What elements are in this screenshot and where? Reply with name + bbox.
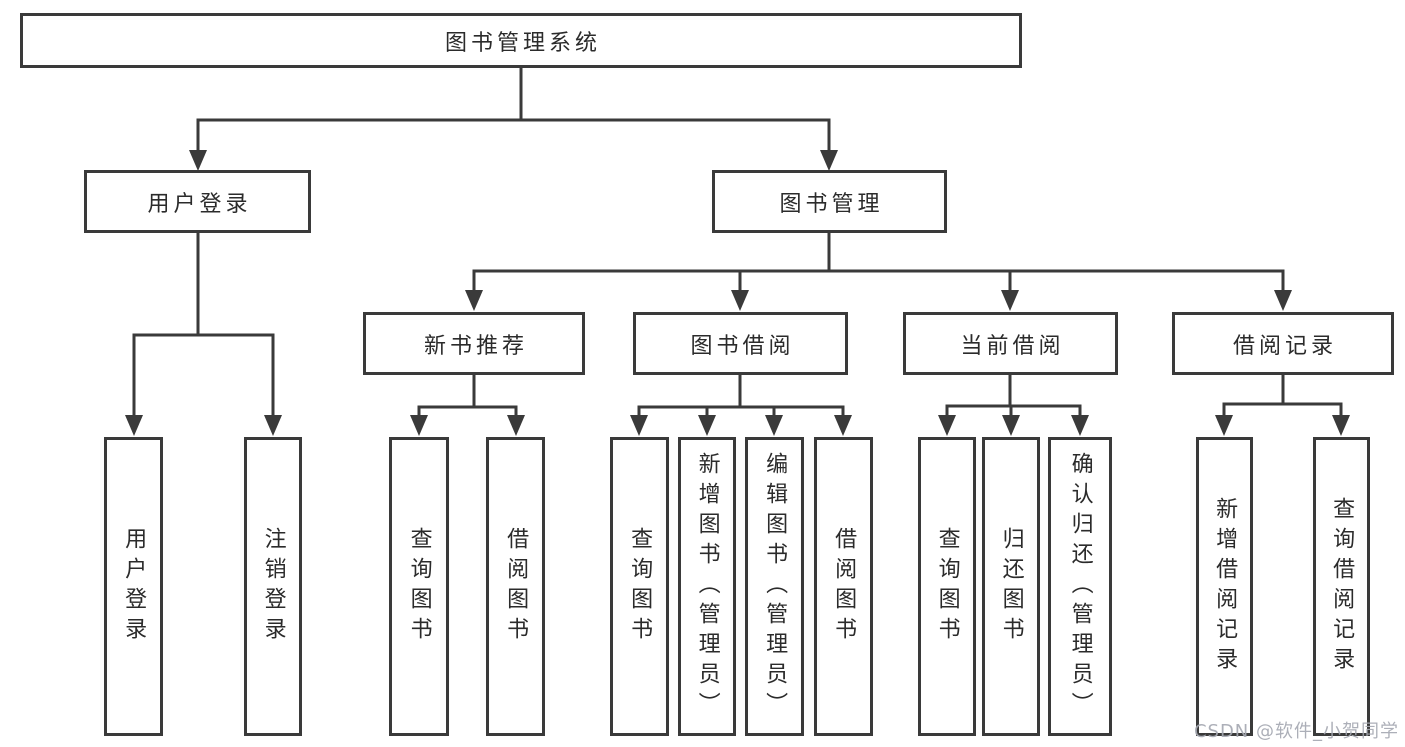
arrow-down-icon <box>1332 415 1350 436</box>
watermark: CSDN @软件_小贺同学 <box>1193 721 1399 742</box>
leaf-user-login: 用户登录 <box>104 437 163 736</box>
leaf-borrowing-query-books: 查询图书 <box>610 437 669 736</box>
node-new-book-recommend: 新书推荐 <box>363 312 585 375</box>
arrow-down-icon <box>630 415 648 436</box>
connector-current-borrowing-to-leaves <box>938 373 1089 436</box>
leaf-current-query-books: 查询图书 <box>918 437 976 736</box>
node-root: 图书管理系统 <box>20 13 1022 68</box>
leaf-logout: 注销登录 <box>244 437 302 736</box>
leaf-recommend-query-books: 查询图书 <box>389 437 449 736</box>
arrow-down-icon <box>698 415 716 436</box>
connector-borrowing-records-to-leaves <box>1215 373 1350 436</box>
arrow-down-icon <box>1001 290 1019 311</box>
node-book-borrowing: 图书借阅 <box>633 312 848 375</box>
arrow-down-icon <box>1002 415 1020 436</box>
node-label: 编辑图书（管理员） <box>762 451 788 722</box>
node-label: 用户登录 <box>121 526 147 647</box>
leaf-borrowing-borrow-books: 借阅图书 <box>814 437 873 736</box>
node-current-borrowing: 当前借阅 <box>903 312 1118 375</box>
connector-new-book-recommend-to-leaves <box>410 373 525 436</box>
node-label: 查询图书 <box>406 526 432 647</box>
node-label: 当前借阅 <box>960 333 1065 359</box>
leaf-recommend-borrow-books: 借阅图书 <box>486 437 545 736</box>
node-label: 查询借阅记录 <box>1329 496 1355 677</box>
arrow-down-icon <box>1071 415 1089 436</box>
connector-book-management-to-level3 <box>465 231 1292 311</box>
arrow-down-icon <box>507 415 525 436</box>
node-label: 新增图书（管理员） <box>694 451 720 722</box>
leaf-current-return-books: 归还图书 <box>982 437 1040 736</box>
leaf-borrowing-edit-books: 编辑图书（管理员） <box>745 437 804 736</box>
arrow-down-icon <box>264 415 282 436</box>
node-label: 借阅图书 <box>831 526 857 647</box>
arrow-down-icon <box>465 290 483 311</box>
connector-book-borrowing-to-leaves <box>630 373 852 436</box>
arrow-down-icon <box>820 150 838 171</box>
node-label: 图书管理系统 <box>444 30 601 56</box>
leaf-borrowing-add-books: 新增图书（管理员） <box>678 437 736 736</box>
arrow-down-icon <box>189 150 207 171</box>
arrow-down-icon <box>765 415 783 436</box>
node-label: 新增借阅记录 <box>1212 496 1238 677</box>
node-book-management: 图书管理 <box>712 170 947 233</box>
node-label: 图书借阅 <box>690 333 795 359</box>
node-borrowing-records: 借阅记录 <box>1172 312 1394 375</box>
node-label: 归还图书 <box>998 526 1024 647</box>
leaf-records-add-record: 新增借阅记录 <box>1196 437 1253 736</box>
node-label: 查询图书 <box>627 526 653 647</box>
connector-user-login-to-leaves <box>125 231 282 436</box>
node-label: 查询图书 <box>934 526 960 647</box>
arrow-down-icon <box>731 290 749 311</box>
arrow-down-icon <box>410 415 428 436</box>
node-label: 新书推荐 <box>423 333 528 359</box>
arrow-down-icon <box>1215 415 1233 436</box>
connector-root-to-level2 <box>189 66 838 171</box>
node-label: 借阅记录 <box>1232 333 1337 359</box>
node-label: 确认归还（管理员） <box>1067 451 1093 722</box>
node-user-login: 用户登录 <box>84 170 311 233</box>
arrow-down-icon <box>125 415 143 436</box>
node-label: 用户登录 <box>147 191 252 217</box>
node-label: 借阅图书 <box>503 526 529 647</box>
leaf-current-confirm-return: 确认归还（管理员） <box>1048 437 1112 736</box>
arrow-down-icon <box>938 415 956 436</box>
arrow-down-icon <box>1274 290 1292 311</box>
node-label: 注销登录 <box>260 526 286 647</box>
leaf-records-query-record: 查询借阅记录 <box>1313 437 1370 736</box>
node-label: 图书管理 <box>779 191 884 217</box>
arrow-down-icon <box>834 415 852 436</box>
